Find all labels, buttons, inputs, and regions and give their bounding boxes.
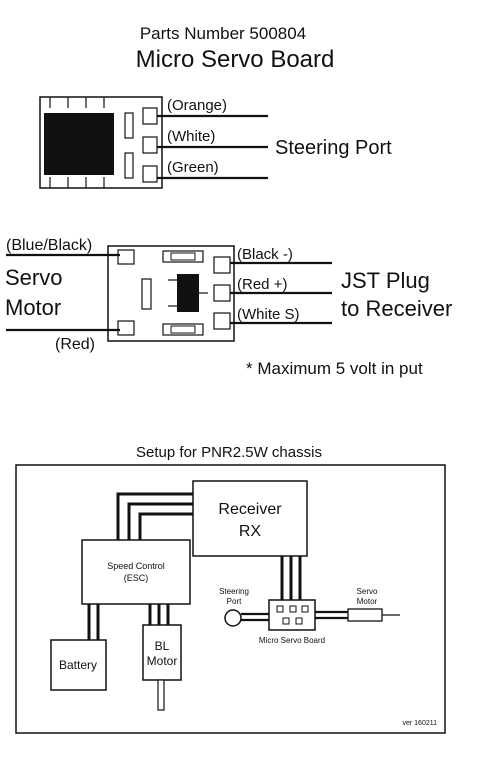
wire-label-white: (White)	[167, 128, 215, 145]
receiver-label-line2: RX	[239, 523, 262, 540]
version-label: ver 160211	[402, 720, 437, 727]
wire-label-green: (Green)	[167, 159, 219, 176]
board-title-text: Micro Servo Board	[136, 46, 335, 73]
servo-label-line1: Servo	[5, 265, 62, 290]
chip-block	[44, 113, 114, 175]
wire-label-white-s: (White S)	[237, 306, 300, 323]
servo-wires	[315, 610, 348, 620]
wire-label-red-left: (Red)	[55, 336, 95, 353]
servo-motor-label-line1: Servo	[357, 587, 378, 596]
wire-label-red-pos: (Red +)	[237, 276, 287, 293]
micro-servo-board-box	[268, 599, 316, 631]
wire-label-blue-black: (Blue/Black)	[6, 237, 92, 254]
top-board-wires	[157, 114, 268, 180]
mid-chip	[177, 274, 199, 312]
wire-label-orange: (Orange)	[167, 97, 227, 114]
jst-label-line2: to Receiver	[341, 296, 452, 321]
steering-port-label-line1: Steering	[219, 587, 249, 596]
micro-servo-board-label: Micro Servo Board	[259, 636, 325, 645]
mid-board-left-wires	[6, 253, 120, 332]
max-voltage-note: * Maximum 5 volt in put	[246, 359, 423, 378]
motor-shaft	[157, 679, 165, 711]
parts-number-text: Parts Number 500804	[140, 24, 306, 43]
battery-label: Battery	[59, 658, 97, 672]
setup-title: Setup for PNR2.5W chassis	[136, 444, 322, 461]
jst-label-line1: JST Plug	[341, 268, 430, 293]
esc-receiver-wires	[116, 492, 193, 540]
steering-wires	[241, 612, 272, 622]
servo-motor-label-line2: Motor	[357, 597, 378, 606]
servo-label-line2: Motor	[5, 295, 61, 320]
steering-port-label-line2: Port	[227, 597, 242, 606]
mid-board-right-wires	[230, 261, 332, 325]
bl-motor-label-line1: BL	[155, 639, 170, 653]
steering-port-connector	[224, 609, 242, 627]
top-board-illustration	[39, 96, 163, 189]
wire-label-black-neg: (Black -)	[237, 246, 293, 263]
bl-motor-label-line2: Motor	[147, 654, 178, 668]
receiver-board-wires	[280, 556, 302, 600]
mid-board-illustration	[107, 245, 235, 342]
receiver-label-line1: Receiver	[218, 501, 282, 518]
receiver-box	[192, 480, 308, 557]
battery-box	[50, 639, 107, 691]
steering-port-label: Steering Port	[275, 137, 392, 159]
esc-battery-wires	[87, 604, 100, 640]
esc-label-line2: (ESC)	[124, 573, 149, 583]
esc-motor-wires	[148, 604, 170, 625]
servo-motor-box	[347, 608, 383, 622]
esc-box	[81, 539, 191, 605]
esc-label-line1: Speed Control	[107, 561, 165, 571]
